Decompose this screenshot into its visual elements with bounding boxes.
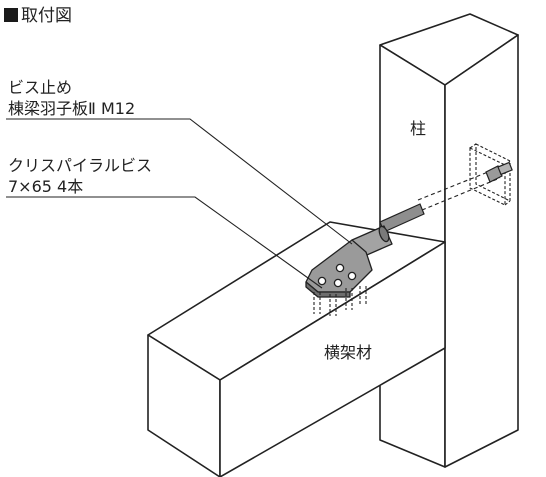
bolt-hidden-top bbox=[417, 167, 499, 201]
callout-bracket-line2: 棟梁羽子板Ⅱ M12 bbox=[8, 99, 136, 118]
beam-front-face bbox=[147, 334, 221, 477]
column-label: 柱 bbox=[409, 119, 427, 138]
callout-screw-line1: クリスパイラルビス bbox=[8, 156, 153, 175]
screw-hole bbox=[317, 276, 327, 286]
washer-plate-outline bbox=[469, 147, 506, 206]
callout-bracket-line1: ビス止め bbox=[8, 78, 73, 97]
column-side-face bbox=[444, 34, 519, 468]
beam-long-face bbox=[219, 241, 446, 477]
nut bbox=[485, 165, 503, 183]
leader-bracket bbox=[6, 118, 353, 245]
bolt-hidden-bottom bbox=[421, 177, 501, 211]
page-title: 取付図 bbox=[4, 6, 72, 26]
screw-hole bbox=[333, 278, 343, 288]
screw-hole bbox=[335, 263, 345, 273]
callout-screw-line2: 7×65 4本 bbox=[8, 177, 84, 196]
bolt-end bbox=[497, 161, 513, 176]
beam-label: 横架材 bbox=[323, 343, 373, 362]
title-square-marker bbox=[4, 8, 18, 22]
washer-plate-outline-back bbox=[475, 143, 511, 202]
screw-hole bbox=[347, 271, 357, 281]
leader-screws bbox=[6, 196, 323, 289]
